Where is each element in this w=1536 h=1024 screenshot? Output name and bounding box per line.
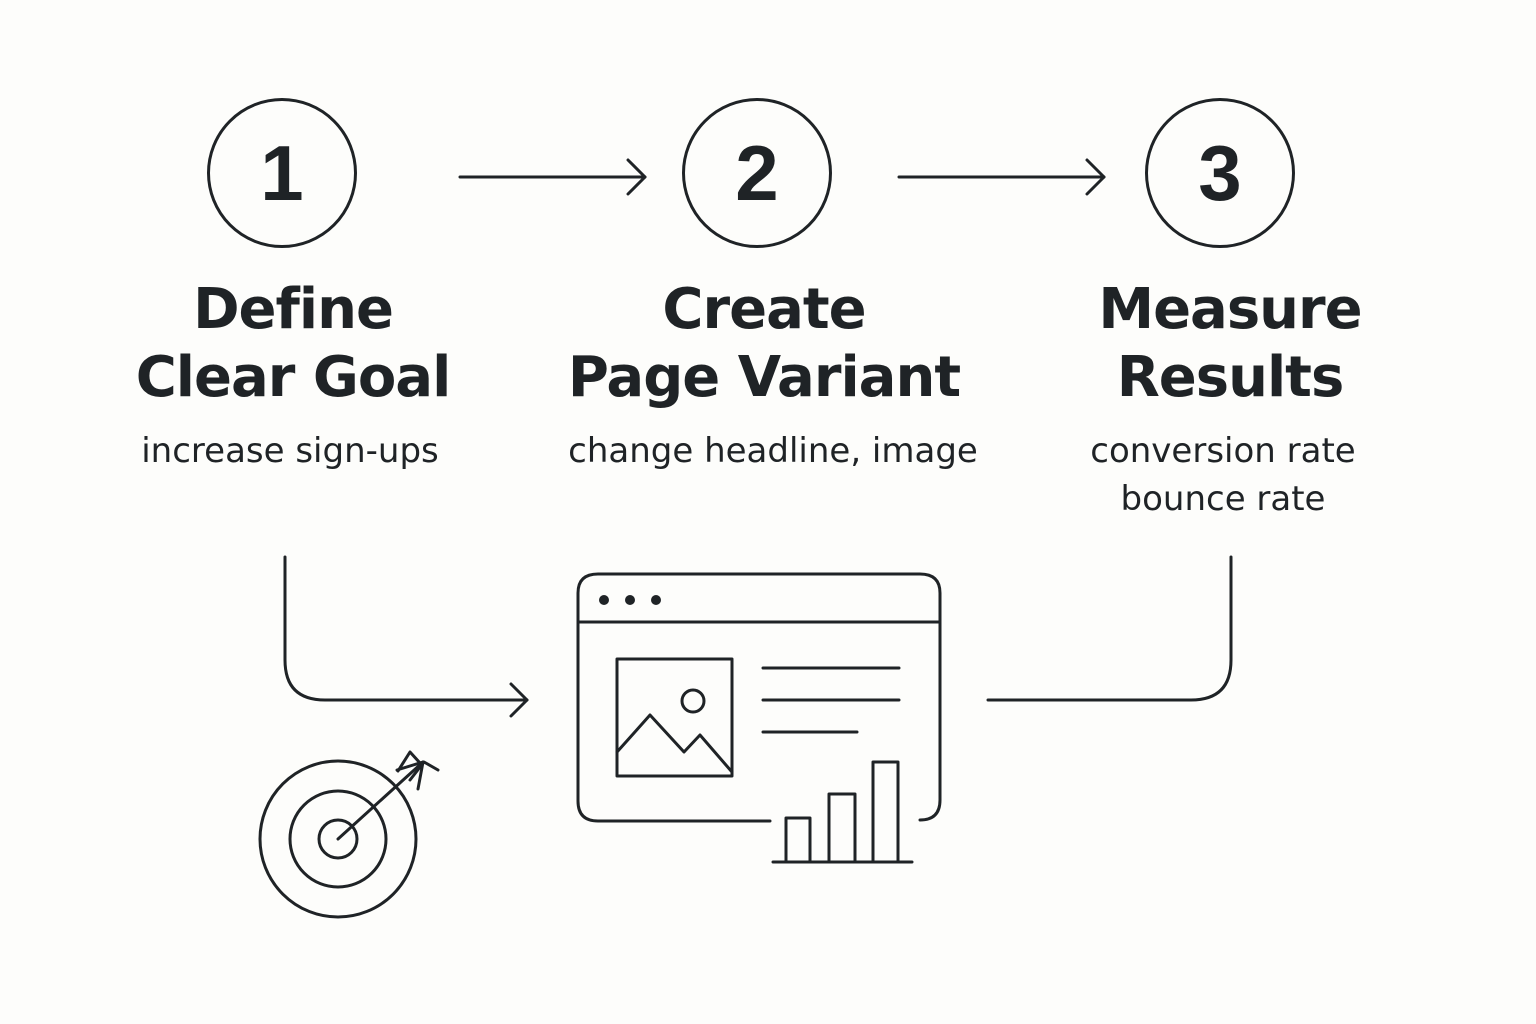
- bar-chart-icon: [771, 760, 914, 864]
- step-1-number: 1: [260, 129, 304, 217]
- connector-goal-to-page: [283, 555, 529, 718]
- step-1-note-line1: increase sign-ups: [141, 431, 439, 471]
- step-3-title: Measure Results: [1020, 276, 1440, 412]
- step-3-title-line2: Results: [1116, 345, 1345, 410]
- step-1-title-line1: Define: [193, 277, 394, 342]
- step-2-number-circle: 2: [682, 98, 832, 248]
- target-icon: [258, 750, 440, 919]
- step-2-note: change headline, image: [543, 427, 1003, 475]
- step-2-title-line2: Page Variant: [567, 345, 961, 410]
- step-3-title-line1: Measure: [1098, 277, 1362, 342]
- step-1-note: increase sign-ups: [60, 427, 520, 475]
- step-2-number: 2: [735, 129, 779, 217]
- step-1-title: Define Clear Goal: [83, 276, 503, 412]
- step-1-number-circle: 1: [207, 98, 357, 248]
- step-3-note-line1: conversion rate: [1090, 431, 1356, 471]
- step-3-number: 3: [1198, 129, 1242, 217]
- step-3-number-circle: 3: [1145, 98, 1295, 248]
- step-1-title-line2: Clear Goal: [135, 345, 452, 410]
- step-3-note: conversion rate bounce rate: [993, 427, 1453, 523]
- step-2-note-line1: change headline, image: [568, 431, 978, 471]
- browser-page-icon: [576, 572, 942, 823]
- arrow-step1-to-step2: [458, 158, 647, 196]
- step-3-note-line2: bounce rate: [1120, 479, 1326, 519]
- step-2-title-line1: Create: [662, 277, 866, 342]
- step-2-title: Create Page Variant: [554, 276, 974, 412]
- arrow-step2-to-step3: [897, 158, 1106, 196]
- connector-results-to-page: [986, 555, 1233, 702]
